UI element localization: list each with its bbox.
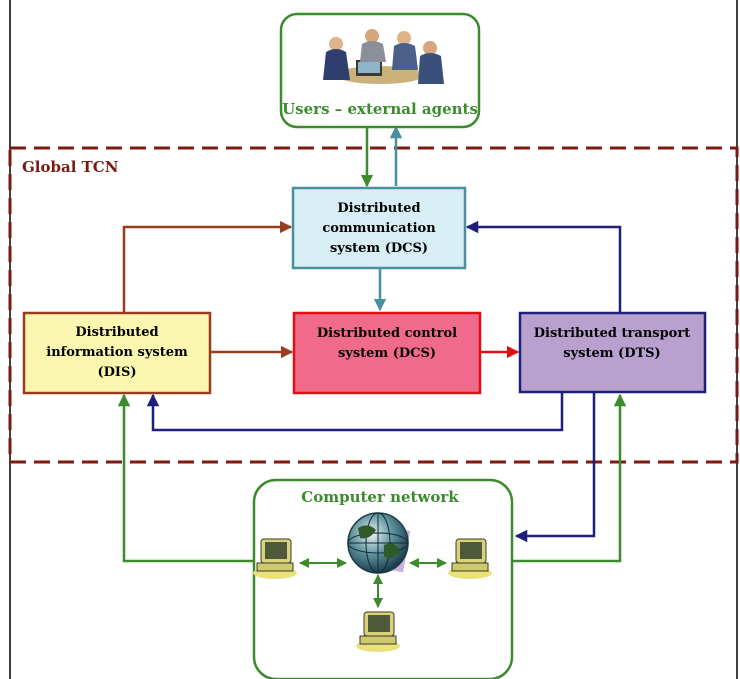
control-line-1: Distributed control — [317, 326, 457, 341]
info-line-1: Distributed — [75, 325, 158, 340]
global-tcn-boundary — [8, 146, 739, 464]
information-system-node: Distributed information system (DIS) — [22, 311, 212, 395]
transport-to-network-arrow — [514, 392, 596, 543]
network-label: Computer network — [301, 488, 459, 506]
users-node: Users – external agents — [279, 12, 481, 129]
info-line-3: (DIS) — [97, 365, 136, 380]
network-to-info-arrow — [117, 393, 256, 563]
transport-to-info-arrow — [146, 392, 564, 432]
users-label: Users – external agents — [282, 100, 478, 118]
network-to-transport-arrow — [512, 393, 627, 563]
globe-icon — [347, 512, 409, 574]
transport-line-1: Distributed transport — [534, 326, 690, 341]
communication-system-node: Distributed communication system (DCS) — [291, 186, 467, 270]
comm-line-2: communication — [322, 221, 436, 236]
computer-icon — [448, 538, 492, 579]
transport-line-2: system (DTS) — [563, 346, 660, 361]
transport-to-comm-arrow — [465, 220, 622, 313]
people-meeting-icon — [323, 29, 444, 84]
control-system-node: Distributed control system (DCS) — [292, 311, 482, 395]
computer-network-node: Computer network — [252, 478, 514, 679]
comm-line-3: system (DCS) — [330, 241, 428, 256]
comm-line-1: Distributed — [337, 201, 420, 216]
computer-icon — [253, 538, 297, 579]
computer-icon — [356, 611, 400, 652]
info-to-comm-arrow — [122, 220, 293, 313]
info-line-2: information system — [46, 345, 188, 360]
control-line-2: system (DCS) — [338, 346, 436, 361]
global-tcn-label: Global TCN — [22, 158, 119, 176]
transport-system-node: Distributed transport system (DTS) — [518, 311, 707, 394]
